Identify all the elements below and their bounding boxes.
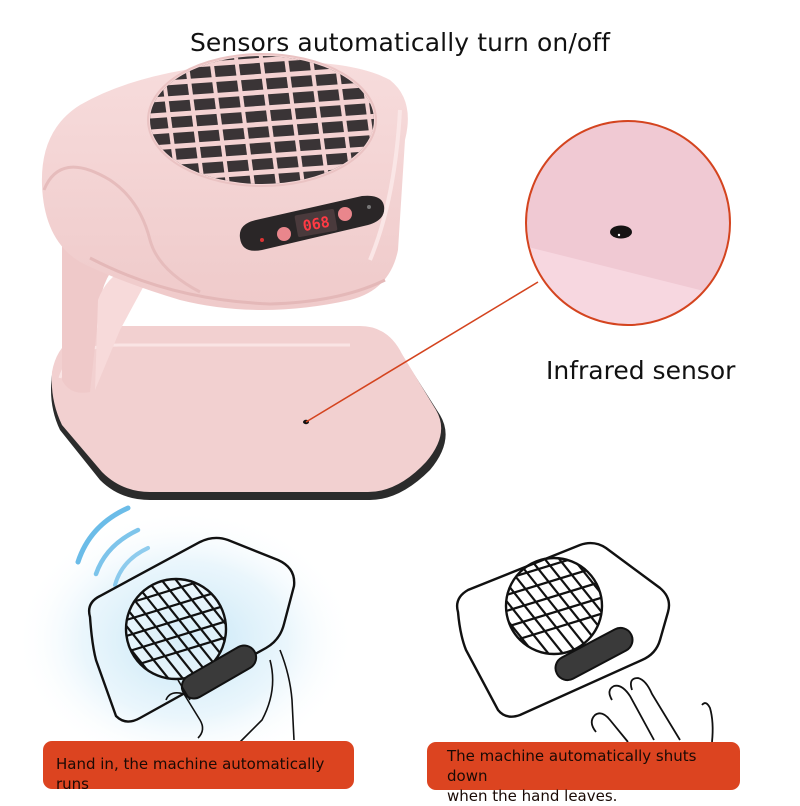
caption-hand-out-line1: The machine automatically shuts down bbox=[447, 747, 697, 785]
page-title: Sensors automatically turn on/off bbox=[189, 28, 611, 57]
illustration-hand-out bbox=[455, 541, 714, 743]
hot-button[interactable] bbox=[338, 207, 352, 221]
callout-line bbox=[305, 281, 539, 423]
dryer-arm bbox=[62, 240, 140, 393]
illustration-hand-in bbox=[15, 505, 355, 770]
caption-hand-out-line2: when the hand leaves. bbox=[447, 787, 618, 805]
wind-icon bbox=[75, 505, 150, 587]
caption-hand-out: The machine automatically shuts down whe… bbox=[427, 742, 740, 805]
fan-grill bbox=[147, 53, 377, 187]
dryer-base bbox=[51, 326, 446, 500]
control-panel: 068 bbox=[239, 195, 385, 251]
hand-icon bbox=[590, 677, 714, 743]
infrared-sensor-label: Infrared sensor bbox=[546, 356, 736, 385]
cool-button[interactable] bbox=[277, 227, 291, 241]
timer-display: 068 bbox=[301, 213, 331, 235]
caption-hand-in: Hand in, the machine automatically runs bbox=[43, 741, 354, 793]
sensor-zoom-circle bbox=[525, 120, 731, 326]
caption-hand-in-text: Hand in, the machine automatically runs bbox=[56, 755, 325, 793]
